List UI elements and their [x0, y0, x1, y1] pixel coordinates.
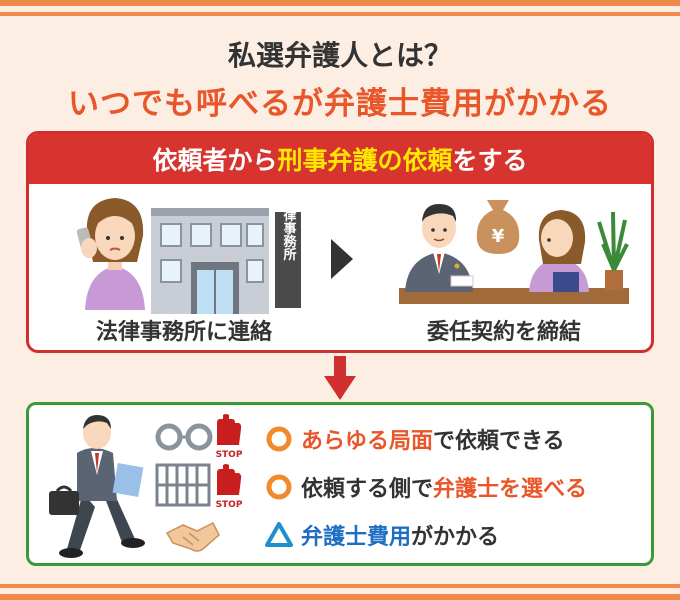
top-stripe-thin: [0, 12, 680, 16]
handcuffs-stop-icon: STOP: [155, 414, 243, 459]
bottom-stripe-thin: [0, 584, 680, 588]
page-subtitle: いつでも呼べるが弁護士費用がかかる: [68, 86, 612, 122]
feature2-highlight: 弁護士を選べる: [433, 477, 588, 502]
down-arrow-icon: [324, 356, 356, 400]
office-sign-text: 法律事務所: [281, 204, 297, 262]
header-pre-text: 依頼者から: [152, 146, 278, 175]
request-flow-header: 依頼者から刑事弁護の依頼をする: [29, 134, 651, 184]
feature3-highlight: 弁護士費用: [301, 525, 412, 550]
stop-label-2: STOP: [216, 500, 243, 509]
page-title: 私選弁護人とは？: [227, 39, 452, 72]
feature1-highlight: あらゆる局面: [301, 429, 434, 454]
currency-symbol: ¥: [492, 226, 505, 247]
circle-mark-icon: [266, 426, 292, 452]
top-stripe: [0, 0, 680, 6]
feature-row-1: あらゆる局面で依頼できる: [265, 423, 565, 455]
bottom-stripe: [0, 594, 680, 600]
request-flow-box: 依頼者から刑事弁護の依頼をする: [26, 131, 654, 353]
step1-caption: 法律事務所に連絡: [95, 320, 272, 345]
feature-row-2: 依頼する側で弁護士を選べる: [265, 471, 587, 503]
circle-mark-icon: [266, 474, 292, 500]
handshake-icon: [165, 521, 220, 552]
feature-row-3: 弁護士費用がかかる: [265, 519, 499, 551]
running-businessman-illustration: [49, 415, 145, 558]
feature3-text: がかかる: [411, 525, 500, 550]
jail-bars-stop-icon: STOP: [155, 463, 243, 509]
law-office-building-illustration: 法律事務所: [151, 204, 301, 314]
request-flow-body: 法律事務所 ¥: [29, 184, 651, 350]
stop-label-1: STOP: [216, 450, 243, 459]
feature2-text: 依頼する側で: [301, 477, 434, 502]
feature1-text: で依頼できる: [433, 429, 565, 454]
header-post-text: をする: [452, 146, 528, 175]
features-box: STOP STOP あらゆる局面で依頼できる 依頼する側で弁護士を選べる 弁護士…: [26, 402, 654, 566]
triangle-mark-icon: [265, 522, 293, 547]
lawyer-consultation-illustration: ¥: [399, 200, 629, 304]
header-highlight-text: 刑事弁護の依頼: [277, 146, 453, 175]
woman-on-phone-illustration: [76, 198, 145, 310]
step2-caption: 委任契約を締結: [426, 320, 581, 345]
flow-arrow: [331, 239, 353, 279]
